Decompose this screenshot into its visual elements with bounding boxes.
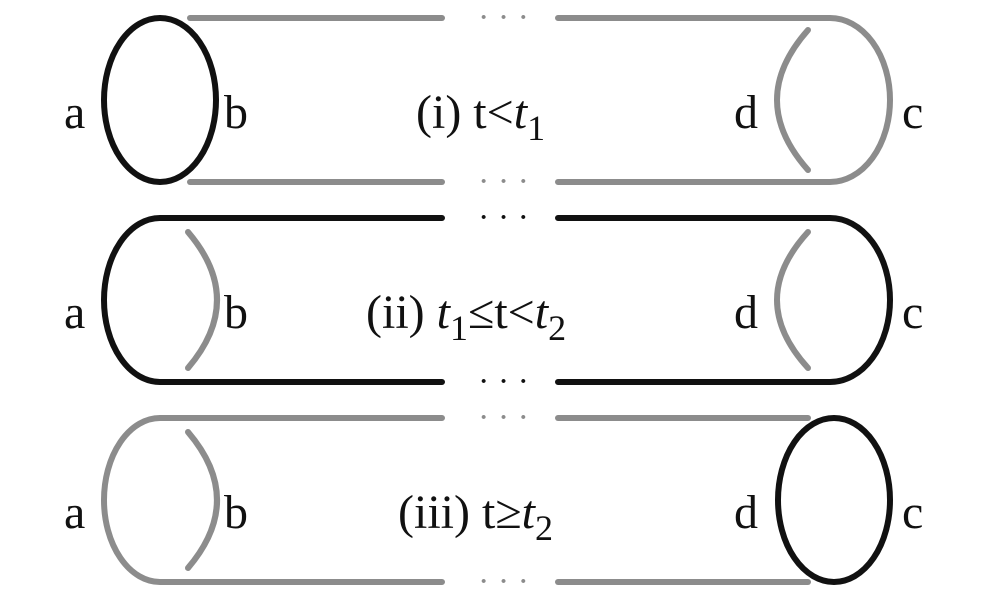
panel-i-label-c: c [902,86,923,139]
panel-iii [101,415,893,585]
panel-iii-right-loop [775,415,893,585]
panel-ii-caption-var1: t [437,286,452,339]
panel-ii-caption-mid: ≤t< [468,286,535,339]
panel-iii-label-c: c [902,486,923,539]
panel-ii-right-arc [774,229,811,371]
panel-iii-top-ellipsis: · · · [478,399,529,436]
panel-i [101,15,893,185]
panel-ii-caption-prefix: (ii) [366,286,437,339]
panel-ii-outer-loop-left [101,215,445,385]
panel-iii-caption: (iii) t≥t2 [398,486,553,548]
panel-iii-bottom-ellipsis: · · · [478,563,529,600]
panel-iii-caption-var1: t [522,486,537,539]
panel-iii-label-a: a [64,486,85,539]
panel-ii-bottom-ellipsis: · · · [478,363,529,400]
panel-i-caption-var1: t [514,86,529,139]
panel-ii-label-b: b [224,286,248,339]
panel-ii-left-arc [185,229,220,371]
panel-i-caption-sub1: 1 [527,108,545,148]
panel-iii-caption-sub1: 2 [535,508,553,548]
panel-ii-top-ellipsis: · · · [478,199,529,236]
panel-iii-label-d: d [734,486,758,539]
panel-iii-left-rail [101,415,445,585]
panel-iii-caption-prefix: (iii) t≥ [398,486,522,539]
panel-i-label-b: b [224,86,248,139]
panel-ii [101,215,893,385]
panel-i-left-loop [101,15,219,185]
panel-i-bottom-ellipsis: · · · [478,163,529,200]
panel-ii-caption-var2: t [535,286,550,339]
panel-iii-label-b: b [224,486,248,539]
panel-i-caption-prefix: (i) t< [416,86,514,139]
panel-ii-label-a: a [64,286,85,339]
panel-ii-caption-sub2: 2 [548,308,566,348]
panel-i-label-d: d [734,86,758,139]
panel-i-right-arc [774,27,811,173]
panel-i-label-a: a [64,86,85,139]
panel-ii-outer-loop-right [555,215,893,385]
panel-i-caption: (i) t<t1 [416,86,545,148]
panel-i-top-ellipsis: · · · [478,0,529,36]
panel-ii-label-c: c [902,286,923,339]
panel-ii-caption-sub1: 1 [450,308,468,348]
panel-ii-label-d: d [734,286,758,339]
panel-iii-left-arc [185,429,220,571]
panel-ii-caption: (ii) t1≤t<t2 [366,286,566,348]
panel-i-top-rail-right [555,15,893,185]
